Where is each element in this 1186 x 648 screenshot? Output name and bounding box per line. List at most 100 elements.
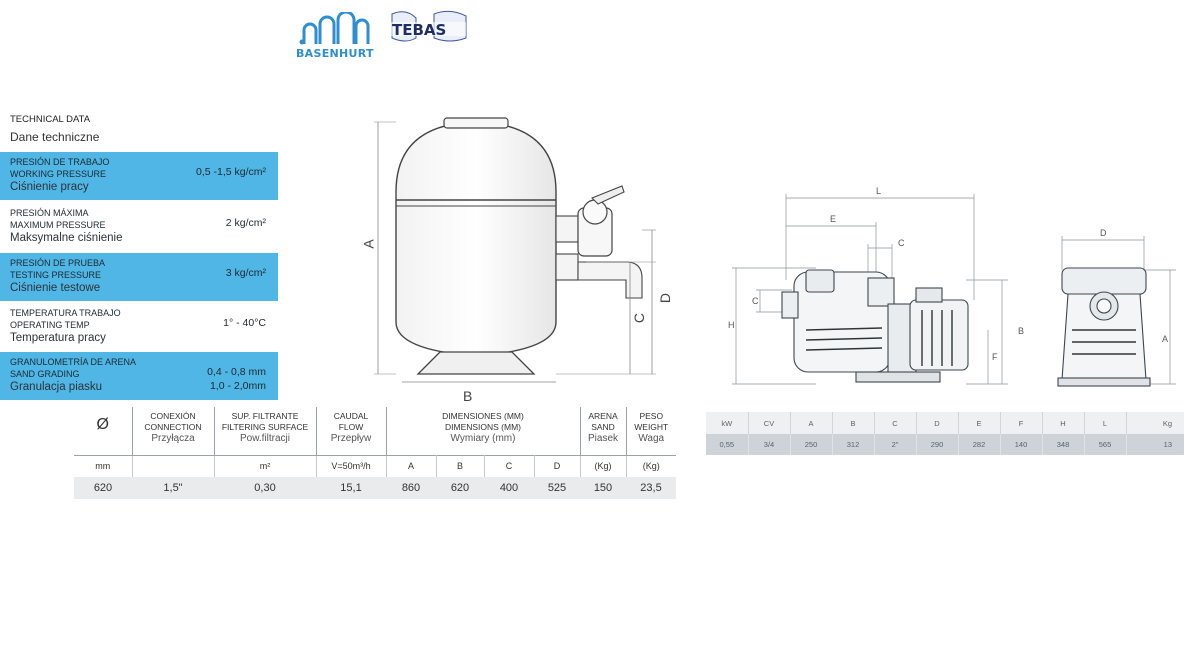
spec-row-testing-pressure: PRESIÓN DE PRUEBA TESTING PRESSURE Ciśni…: [0, 253, 278, 301]
spec-label-es: PRESIÓN MÁXIMA: [10, 208, 89, 218]
spec-row-maximum-pressure: PRESIÓN MÁXIMA MAXIMUM PRESSURE Maksymal…: [0, 203, 278, 251]
pump-label-h: H: [728, 320, 735, 330]
spec-label-es: TEMPERATURA TRABAJO: [10, 308, 121, 318]
technical-data-header: TECHNICAL DATA Dane techniczne: [10, 114, 280, 144]
spec-label-en: MAXIMUM PRESSURE: [10, 220, 106, 230]
unit-cell: m²: [214, 454, 317, 477]
header-es: CAUDAL: [333, 411, 369, 421]
dimension-label-c: C: [631, 312, 648, 324]
spec-label-es: PRESIÓN DE TRABAJO: [10, 157, 110, 167]
pump-front-illustration: [1057, 236, 1176, 387]
dimension-label-d: D: [657, 292, 674, 304]
header-en: CONNECTION: [144, 422, 202, 432]
header-es: PESO: [639, 411, 664, 421]
spec-label-es: GRANULOMETRÍA DE ARENA: [10, 357, 137, 367]
unit-cell: D: [534, 454, 581, 477]
unit-cell: (Kg): [580, 454, 627, 477]
pump-label-c-left: C: [752, 296, 759, 306]
value-cell: 150: [580, 477, 626, 499]
unit-cell: [132, 454, 215, 477]
value-cell: 0,30: [214, 477, 316, 499]
pump-side-illustration: [732, 194, 1008, 385]
value-cell: 400: [484, 477, 534, 499]
pump-front-drawing: D A: [1048, 220, 1182, 392]
filter-table-value-row: 620 1,5" 0,30 15,1 860 620 400 525 150 2…: [74, 477, 676, 499]
spec-value: 0,5 -1,5 kg/cm²: [195, 166, 266, 178]
pump-value-cell: 348: [1042, 434, 1085, 455]
pump-specs-table: kW CV A B C D E F H L Kg 0,55 3/4 250 31…: [706, 412, 1184, 455]
pump-label-a: A: [1162, 334, 1169, 344]
pump-value-cell: 2": [874, 434, 917, 455]
unit-cell: C: [484, 454, 535, 477]
header-pl: Pow.filtracji: [239, 433, 290, 444]
pump-label-e: E: [830, 214, 837, 224]
unit-cell: (Kg): [626, 454, 676, 477]
value-cell: 860: [386, 477, 436, 499]
spec-label-en: OPERATING TEMP: [10, 320, 90, 330]
value-cell: 1,5": [132, 477, 214, 499]
basenhurt-wordmark: BASENHURT: [296, 47, 374, 60]
diameter-symbol: Ø: [74, 407, 133, 455]
header-dimensions: DIMENSIONES (mm) DIMENSIONS (mm) Wymiary…: [386, 407, 581, 455]
pump-header-cell: H: [1042, 412, 1085, 434]
unit-cell: B: [436, 454, 485, 477]
pump-label-f: F: [992, 352, 998, 362]
spec-label-pl: Ciśnienie testowe: [10, 282, 101, 294]
tebas-wordmark: TEBAS: [392, 21, 446, 39]
header-en: FILTERING SURFACE: [221, 422, 309, 432]
header-en: FLOW: [338, 422, 364, 432]
filter-table-header-row: Ø CONEXIÓN CONNECTION Przyłącza SUP. FIL…: [74, 407, 676, 455]
pump-header-cell: E: [958, 412, 1001, 434]
header-sand: ARENA SAND Piasek: [580, 407, 627, 455]
technical-data-title-pl: Dane techniczne: [10, 130, 100, 144]
pump-header-cell: A: [790, 412, 833, 434]
spec-label-pl: Ciśnienie pracy: [10, 181, 89, 193]
header-en: SAND: [591, 422, 615, 432]
pump-header-cell: D: [916, 412, 959, 434]
pump-value-cell: 282: [958, 434, 1001, 455]
unit-cell: V=50m³/h: [316, 454, 387, 477]
pump-value-cell: 3/4: [748, 434, 791, 455]
filter-table-unit-row: mm m² V=50m³/h A B C D (Kg) (Kg): [74, 454, 676, 477]
header-pl: Waga: [638, 433, 665, 444]
spec-label-en: WORKING PRESSURE: [10, 169, 107, 179]
spec-label-pl: Granulacja piasku: [10, 381, 103, 393]
spec-value: 1° - 40°C: [223, 317, 266, 329]
tebas-logo: TEBAS: [386, 10, 472, 44]
sand-filter-illustration: [374, 117, 656, 383]
basenhurt-logo: BASENHURT: [296, 12, 374, 64]
pump-side-drawing: L E C C H B F: [726, 180, 1046, 392]
pump-header-cell: B: [832, 412, 875, 434]
spec-row-operating-temp: TEMPERATURA TRABAJO OPERATING TEMP Tempe…: [0, 303, 278, 351]
pump-value-cell: 140: [1000, 434, 1043, 455]
dimension-label-b: B: [463, 388, 473, 404]
dimension-label-a: A: [360, 239, 377, 249]
spec-value: 2 kg/cm²: [225, 217, 266, 229]
header-es: DIMENSIONES (mm): [442, 411, 524, 421]
pump-header-cell: C: [874, 412, 917, 434]
pump-table-value-row: 0,55 3/4 250 312 2" 290 282 140 348 565 …: [706, 434, 1184, 455]
basenhurt-arches-icon: [299, 12, 370, 45]
pump-label-d: D: [1100, 228, 1107, 238]
spec-label-pl: Temperatura pracy: [10, 332, 106, 344]
header-pl: Wymiary (mm): [450, 433, 516, 444]
value-cell: 525: [534, 477, 580, 499]
header-es: ARENA: [588, 411, 618, 421]
pump-table-header-row: kW CV A B C D E F H L Kg: [706, 412, 1184, 434]
header-flow: CAUDAL FLOW Przepływ: [316, 407, 387, 455]
filter-specs-table: Ø CONEXIÓN CONNECTION Przyłącza SUP. FIL…: [74, 407, 676, 499]
pump-header-cell: Kg: [1126, 412, 1184, 434]
unit-cell: A: [386, 454, 437, 477]
header-weight: PESO WEIGHT Waga: [626, 407, 676, 455]
header-pl: Przepływ: [330, 433, 372, 444]
value-cell: 23,5: [626, 477, 676, 499]
tebas-logo-icon: TEBAS: [390, 10, 467, 42]
spec-label-en: SAND GRADING: [10, 369, 80, 379]
header-en: DIMENSIONS (mm): [444, 422, 522, 432]
pump-value-cell: 312: [832, 434, 875, 455]
unit-cell: mm: [74, 454, 133, 477]
pump-header-cell: L: [1084, 412, 1127, 434]
pump-value-cell: 565: [1084, 434, 1127, 455]
technical-data-title-en: TECHNICAL DATA: [10, 114, 91, 125]
header-connection: CONEXIÓN CONNECTION Przyłącza: [132, 407, 215, 455]
